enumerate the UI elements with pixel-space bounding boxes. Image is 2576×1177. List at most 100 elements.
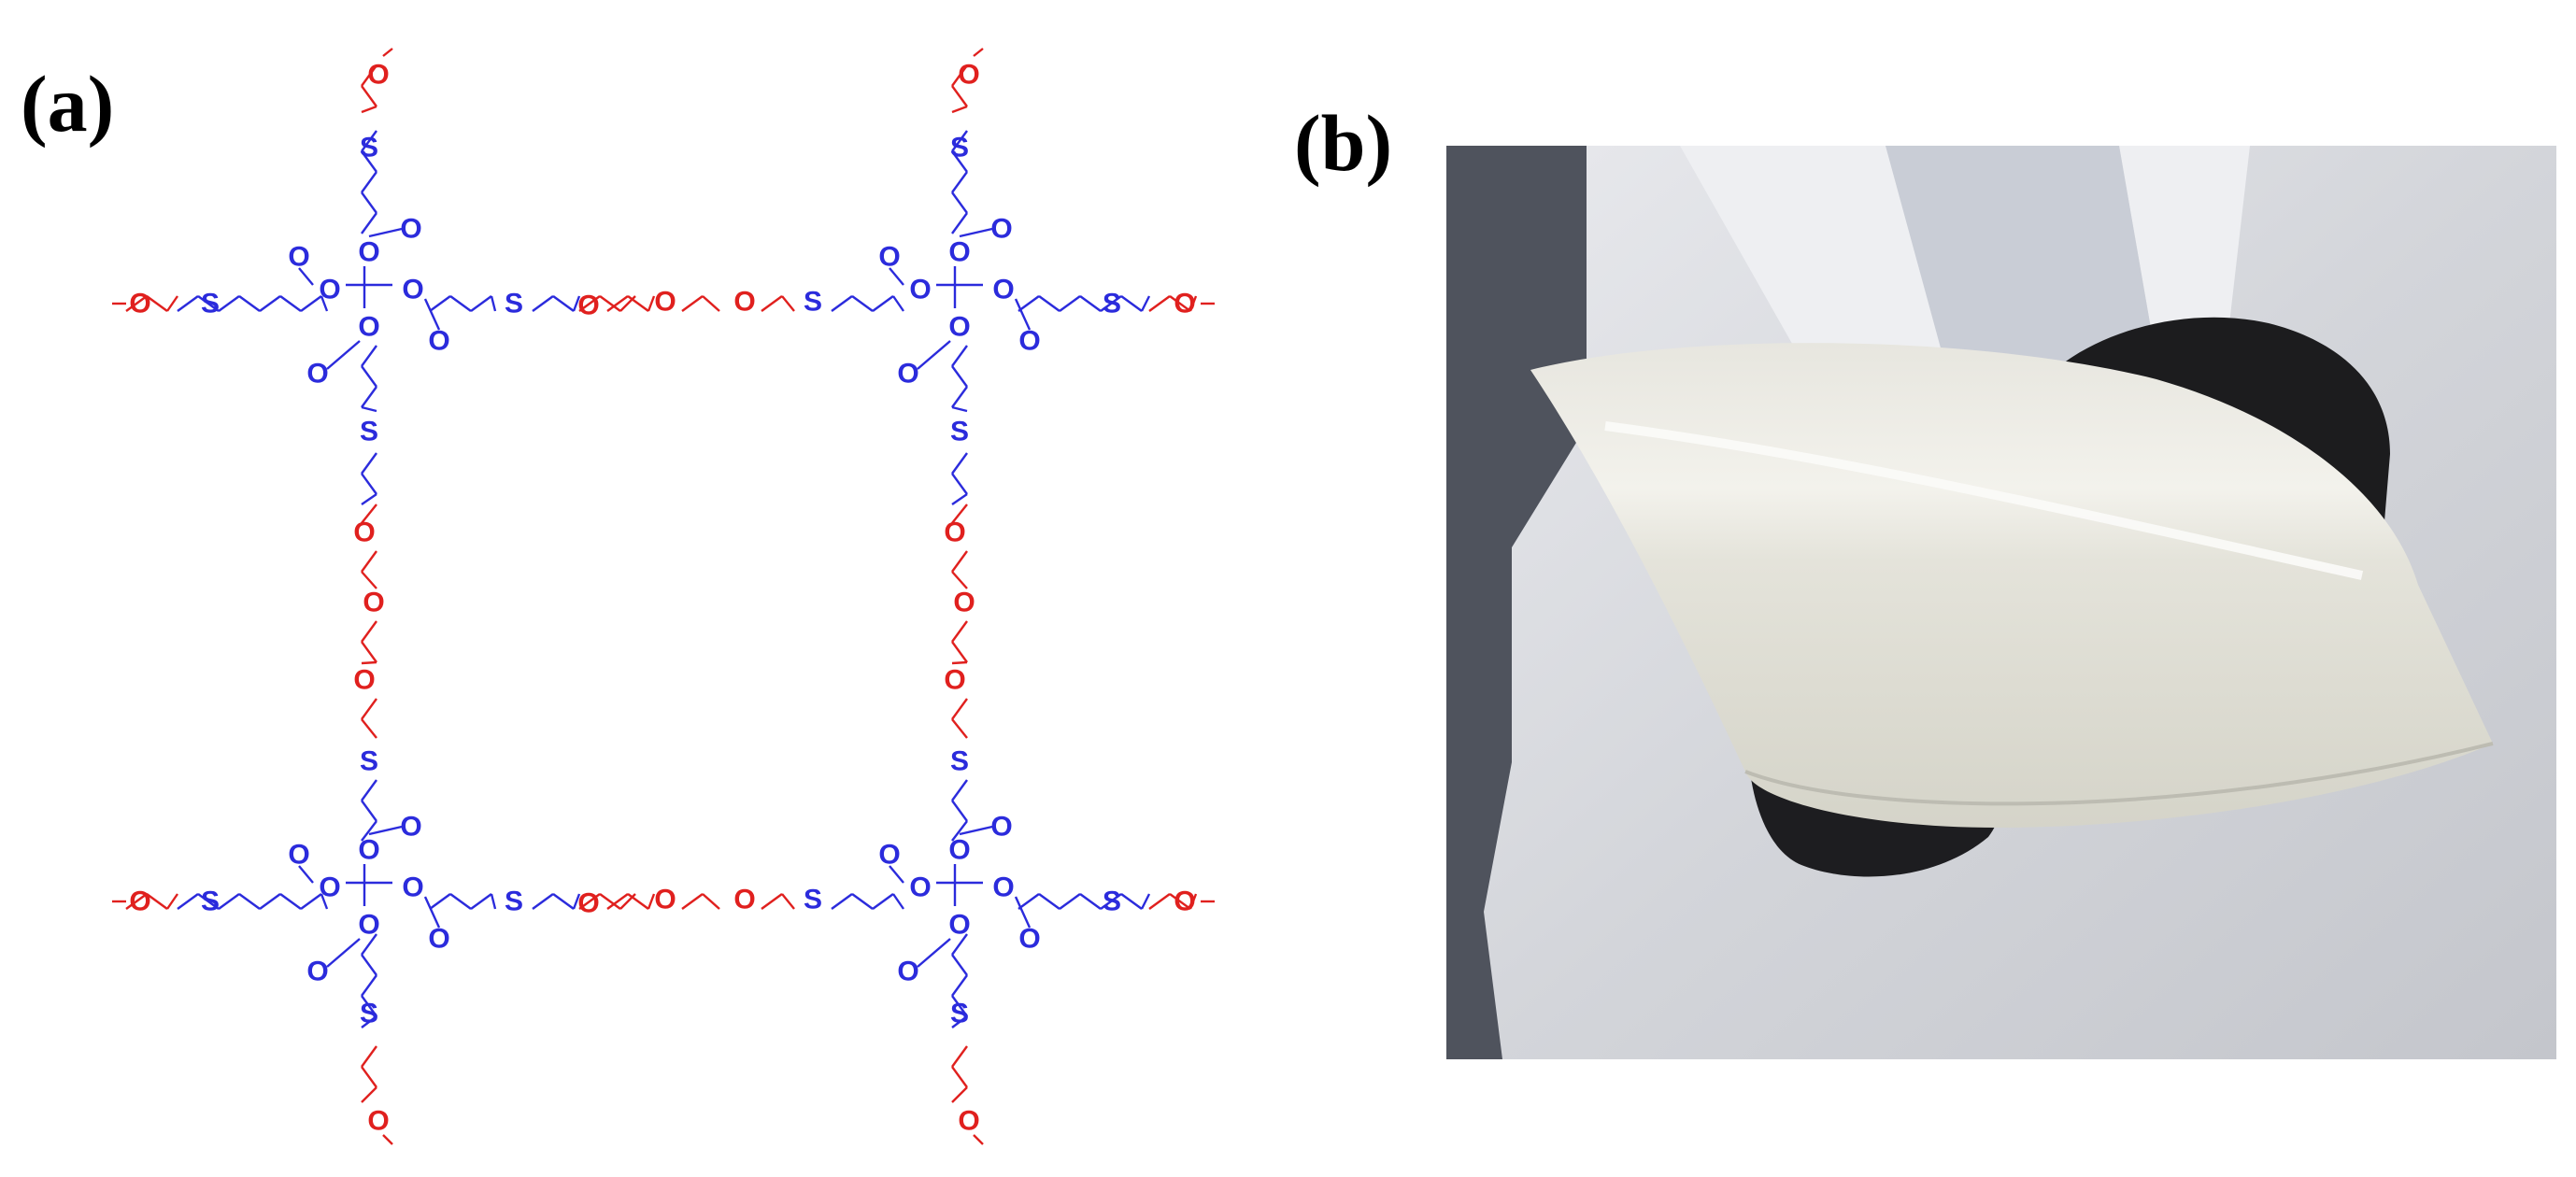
bond-line xyxy=(361,365,377,388)
bond-line xyxy=(361,64,377,87)
bond-line xyxy=(831,893,853,910)
ester-oxygen: O xyxy=(992,275,1014,305)
bond-line xyxy=(361,660,377,665)
bond-line xyxy=(320,893,329,910)
bond-line xyxy=(606,295,629,312)
ester-oxygen: O xyxy=(909,872,931,903)
ether-oxygen: O xyxy=(654,287,676,318)
bond-line xyxy=(951,405,968,413)
panel-b-label: (b) xyxy=(1294,98,1393,188)
terminal-ether-oxygen: O xyxy=(129,886,150,917)
bond-line xyxy=(361,550,377,573)
bond-line xyxy=(238,295,261,312)
bond-line xyxy=(702,295,720,312)
bond-line xyxy=(470,295,492,312)
bond-line xyxy=(1038,295,1060,312)
film-edge-shadow xyxy=(1744,742,2494,806)
carbonyl-oxygen: O xyxy=(428,326,449,357)
bond-line xyxy=(125,893,148,910)
bond-line xyxy=(279,295,302,312)
bond-line xyxy=(326,340,361,370)
bond-line xyxy=(917,340,951,370)
ester-oxygen: O xyxy=(992,872,1014,903)
bond-line xyxy=(681,295,704,312)
bond-line xyxy=(218,295,240,312)
bond-line xyxy=(238,893,261,910)
bond-line xyxy=(361,130,377,152)
terminal-ether-oxygen: O xyxy=(367,1106,389,1137)
thioether-sulfur: S xyxy=(201,886,220,917)
bond-line xyxy=(361,493,377,505)
bond-line xyxy=(259,295,281,312)
bond-line xyxy=(951,995,968,1017)
bond-line xyxy=(125,295,148,312)
bond-line xyxy=(973,48,984,57)
bond-line xyxy=(572,893,581,910)
bond-line xyxy=(889,267,904,286)
bond-line xyxy=(1140,295,1151,312)
bond-line xyxy=(368,825,403,836)
bond-line xyxy=(361,473,377,495)
bond-line xyxy=(951,718,968,739)
bond-line xyxy=(490,893,497,910)
thioether-sulfur: S xyxy=(360,999,378,1029)
ester-oxygen: O xyxy=(948,237,970,268)
bond-line xyxy=(951,620,968,643)
bond-line xyxy=(1188,295,1198,312)
ester-oxygen: O xyxy=(948,312,970,343)
bond-line xyxy=(429,295,451,312)
bond-line xyxy=(449,295,472,312)
bond-line xyxy=(951,365,968,388)
terminal-ether-oxygen: O xyxy=(129,289,150,319)
bond-line xyxy=(599,295,621,312)
carbonyl-oxygen: O xyxy=(897,957,918,987)
thioether-sulfur: S xyxy=(950,417,969,447)
panel-a-label: (a) xyxy=(21,59,115,149)
bond-line xyxy=(361,571,377,589)
bond-line xyxy=(951,493,968,505)
polymer-film xyxy=(1530,343,2493,828)
ester-oxygen: O xyxy=(358,312,379,343)
bond-line xyxy=(298,865,314,884)
ether-oxygen: O xyxy=(733,885,755,915)
bond-line xyxy=(552,893,575,910)
thioether-sulfur: S xyxy=(201,289,220,319)
bond-line xyxy=(951,1066,968,1088)
bond-line xyxy=(951,191,968,214)
bond-line xyxy=(973,1134,984,1145)
carbonyl-oxygen: O xyxy=(990,812,1012,843)
bond-line xyxy=(627,893,649,910)
bond-line xyxy=(951,550,968,573)
bond-line xyxy=(361,452,377,475)
bond-line xyxy=(951,641,968,663)
ester-oxygen: O xyxy=(319,275,340,305)
thioether-sulfur: S xyxy=(950,999,969,1029)
bond-line xyxy=(951,130,968,152)
ester-oxygen: O xyxy=(948,835,970,866)
bond-line xyxy=(951,345,968,367)
bond-line xyxy=(1120,295,1143,312)
ether-oxygen: O xyxy=(953,588,975,618)
ester-oxygen: O xyxy=(402,275,423,305)
bond-line xyxy=(361,1015,377,1028)
bond-line xyxy=(361,191,377,214)
bond-line xyxy=(951,974,968,997)
ester-oxygen: O xyxy=(909,275,931,305)
bond-line xyxy=(326,938,361,968)
bond-line xyxy=(951,779,968,801)
bond-line xyxy=(951,820,968,842)
bond-line xyxy=(259,893,281,910)
bond-line xyxy=(300,893,322,910)
bond-line xyxy=(572,295,581,312)
bond-line xyxy=(429,893,451,910)
bond-line xyxy=(532,893,554,910)
bond-line xyxy=(361,1045,377,1068)
bond-line xyxy=(951,105,968,114)
bond-line xyxy=(146,893,168,910)
polymer-film-photo xyxy=(1446,146,2556,1059)
carbonyl-oxygen: O xyxy=(897,359,918,390)
thioether-sulfur: S xyxy=(505,289,523,319)
bond-line xyxy=(368,227,403,238)
carbonyl-oxygen: O xyxy=(400,812,421,843)
bond-line xyxy=(1014,896,1032,929)
